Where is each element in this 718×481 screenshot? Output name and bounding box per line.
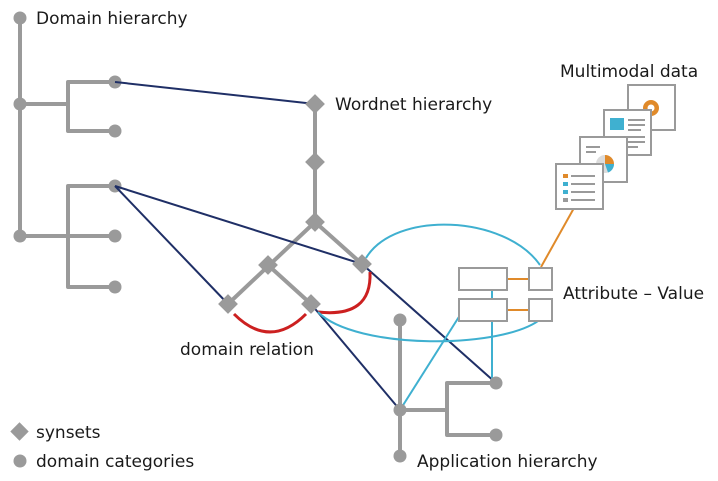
value-box (528, 298, 553, 322)
domain-category-node (108, 124, 122, 138)
application-hierarchy-nodes (393, 313, 503, 463)
wordnet-hierarchy-label: Wordnet hierarchy (335, 95, 492, 115)
attribute-value-label: Attribute – Value (563, 284, 704, 304)
application-category-node (489, 376, 503, 390)
domain-hierarchy-tree (13, 11, 122, 294)
application-category-node (393, 449, 407, 463)
attribute-value-boxes (458, 207, 575, 322)
synset-node (305, 212, 325, 232)
synset-node (301, 294, 321, 314)
synset-node (218, 294, 238, 314)
legend-domain-category-icon (13, 454, 27, 468)
attribute-box (458, 267, 508, 291)
domain-category-node (108, 280, 122, 294)
synset-node (352, 254, 372, 274)
synset-node (258, 255, 278, 275)
synset-node (305, 94, 325, 114)
application-hierarchy-label: Application hierarchy (417, 452, 598, 472)
legend-synsets-label: synsets (36, 423, 101, 443)
domain-relation-arcs (232, 271, 372, 334)
domain-category-node (13, 97, 27, 111)
multimodal-data-label: Multimodal data (560, 62, 698, 82)
domain-category-node (13, 229, 27, 243)
mapping-lines (114, 81, 497, 411)
domain-root-node (13, 11, 27, 25)
application-category-node (393, 313, 407, 327)
domain-relation-label: domain relation (180, 340, 314, 360)
document-icon (555, 163, 604, 210)
wordnet-hierarchy-tree (226, 102, 364, 306)
legend: synsets domain categories (10, 422, 194, 472)
attribute-box (458, 298, 508, 322)
synset-nodes (218, 94, 372, 314)
synset-node (305, 152, 325, 172)
domain-category-node (108, 229, 122, 243)
value-box (528, 267, 553, 291)
legend-domain-categories-label: domain categories (36, 452, 194, 472)
application-hierarchy-tree (398, 318, 498, 458)
application-category-node (489, 428, 503, 442)
application-category-node (393, 403, 407, 417)
multimodal-documents (555, 84, 676, 210)
domain-hierarchy-label: Domain hierarchy (36, 9, 188, 29)
legend-synset-icon (10, 422, 29, 441)
